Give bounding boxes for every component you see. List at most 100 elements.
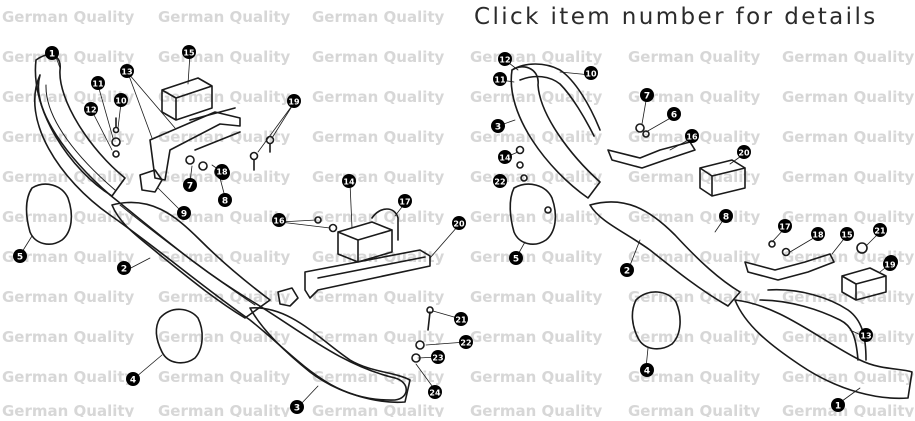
callout-badge	[493, 72, 507, 86]
callout-number: 4	[644, 366, 650, 376]
left-guard-4	[155, 308, 203, 364]
watermark-text: German Quality	[158, 208, 291, 226]
callout-number: 7	[644, 91, 650, 101]
right-callout-22[interactable]: 22	[493, 174, 507, 188]
right-callout-21[interactable]: 21	[873, 223, 887, 237]
callout-number: 12	[85, 105, 96, 114]
watermark-text: German Quality	[782, 368, 915, 386]
left-callout-14[interactable]: 14	[342, 174, 356, 188]
watermark-text: German Quality	[628, 368, 761, 386]
left-callout-1[interactable]: 1	[45, 46, 59, 60]
callout-number: 13	[121, 67, 132, 76]
left-callout-9[interactable]: 9	[177, 206, 191, 220]
watermark-text: German Quality	[312, 328, 445, 346]
watermark-text: German Quality	[628, 208, 761, 226]
left-callout-18[interactable]: 18	[215, 164, 229, 178]
callout-number: 6	[671, 110, 677, 120]
watermark-text: German Quality	[782, 402, 915, 417]
left-callout-12[interactable]: 12	[84, 102, 98, 116]
left-callout-11[interactable]: 11	[91, 76, 105, 90]
left-callout-3[interactable]: 3	[290, 400, 304, 414]
left-bumper-highlight	[45, 84, 256, 306]
callout-badge	[509, 251, 523, 265]
callout-badge	[218, 193, 232, 207]
right-callout-11[interactable]: 11	[493, 72, 507, 86]
right-callout-5[interactable]: 5	[509, 251, 523, 265]
left-callout-23[interactable]: 23	[431, 350, 445, 364]
callout-number: 1	[49, 49, 55, 59]
left-callout-17[interactable]: 17	[398, 194, 412, 208]
watermark-text: German Quality	[782, 248, 915, 266]
watermark-text: German Quality	[470, 208, 603, 226]
callout-number: 14	[499, 153, 511, 162]
callout-badge	[840, 227, 854, 241]
callout-badge	[859, 328, 873, 342]
left-bumper-bar	[34, 74, 408, 401]
right-callout-15[interactable]: 15	[840, 227, 854, 241]
right-block-19	[841, 267, 887, 301]
callout-number: 16	[686, 132, 698, 141]
watermark-text: German Quality	[158, 128, 291, 146]
watermark-text: German Quality	[312, 128, 445, 146]
callout-badge	[883, 257, 897, 271]
left-callout-7[interactable]: 7	[183, 178, 197, 192]
left-callout-10[interactable]: 10	[114, 93, 128, 107]
right-callout-13[interactable]: 13	[859, 328, 873, 342]
callout-badge	[831, 398, 845, 412]
left-callout-16[interactable]: 16	[272, 213, 286, 227]
left-clip-9	[139, 169, 163, 193]
left-callout-4[interactable]: 4	[126, 372, 140, 386]
right-callout-10[interactable]: 10	[584, 66, 598, 80]
callout-number: 2	[121, 264, 127, 274]
right-callout-12[interactable]: 12	[498, 52, 512, 66]
watermark-text: German Quality	[158, 8, 291, 26]
callout-badge	[454, 312, 468, 326]
left-callout-2[interactable]: 2	[117, 261, 131, 275]
left-callout-13[interactable]: 13	[120, 64, 134, 78]
left-callout-5[interactable]: 5	[13, 249, 27, 263]
right-hardware	[515, 123, 868, 257]
right-callout-8[interactable]: 8	[719, 209, 733, 223]
right-callout-7[interactable]: 7	[640, 88, 654, 102]
watermark-text: German Quality	[158, 328, 291, 346]
callout-badge	[491, 119, 505, 133]
callout-number: 20	[738, 148, 750, 157]
watermark-text: German Quality	[782, 288, 915, 306]
right-callout-3[interactable]: 3	[491, 119, 505, 133]
watermark-text: German Quality	[2, 402, 135, 417]
right-callout-6[interactable]: 6	[667, 107, 681, 121]
right-callout-2[interactable]: 2	[620, 263, 634, 277]
details-instruction: Click item number for details	[474, 4, 878, 30]
right-callout-16[interactable]: 16	[685, 129, 699, 143]
left-leader-lines	[21, 53, 467, 405]
left-callout-8[interactable]: 8	[218, 193, 232, 207]
callout-badge	[719, 209, 733, 223]
watermark-text: German Quality	[628, 248, 761, 266]
left-bracket-main	[149, 111, 241, 181]
left-callout-22[interactable]: 22	[459, 335, 473, 349]
left-callout-20[interactable]: 20	[452, 216, 466, 230]
left-callout-19[interactable]: 19	[287, 94, 301, 108]
right-bumper-end-upper	[510, 66, 601, 199]
left-block-14	[337, 221, 393, 263]
watermark-text: German Quality	[470, 368, 603, 386]
right-bumper-assembly	[497, 59, 913, 405]
watermark-text: German Quality	[2, 8, 135, 26]
left-callout-21[interactable]: 21	[454, 312, 468, 326]
callout-badge	[640, 88, 654, 102]
right-callout-4[interactable]: 4	[640, 363, 654, 377]
callout-number: 8	[222, 196, 228, 206]
right-callout-17[interactable]: 17	[778, 219, 792, 233]
right-callout-14[interactable]: 14	[498, 150, 512, 164]
watermark-text: German Quality	[470, 128, 603, 146]
left-callout-15[interactable]: 15	[182, 45, 196, 59]
callout-badge	[452, 216, 466, 230]
right-callout-19[interactable]: 19	[883, 257, 897, 271]
callout-number: 4	[130, 375, 136, 385]
right-guard-3	[509, 183, 557, 245]
right-callout-18[interactable]: 18	[811, 227, 825, 241]
right-callout-20[interactable]: 20	[737, 145, 751, 159]
left-callout-24[interactable]: 24	[428, 385, 442, 399]
right-callout-1[interactable]: 1	[831, 398, 845, 412]
